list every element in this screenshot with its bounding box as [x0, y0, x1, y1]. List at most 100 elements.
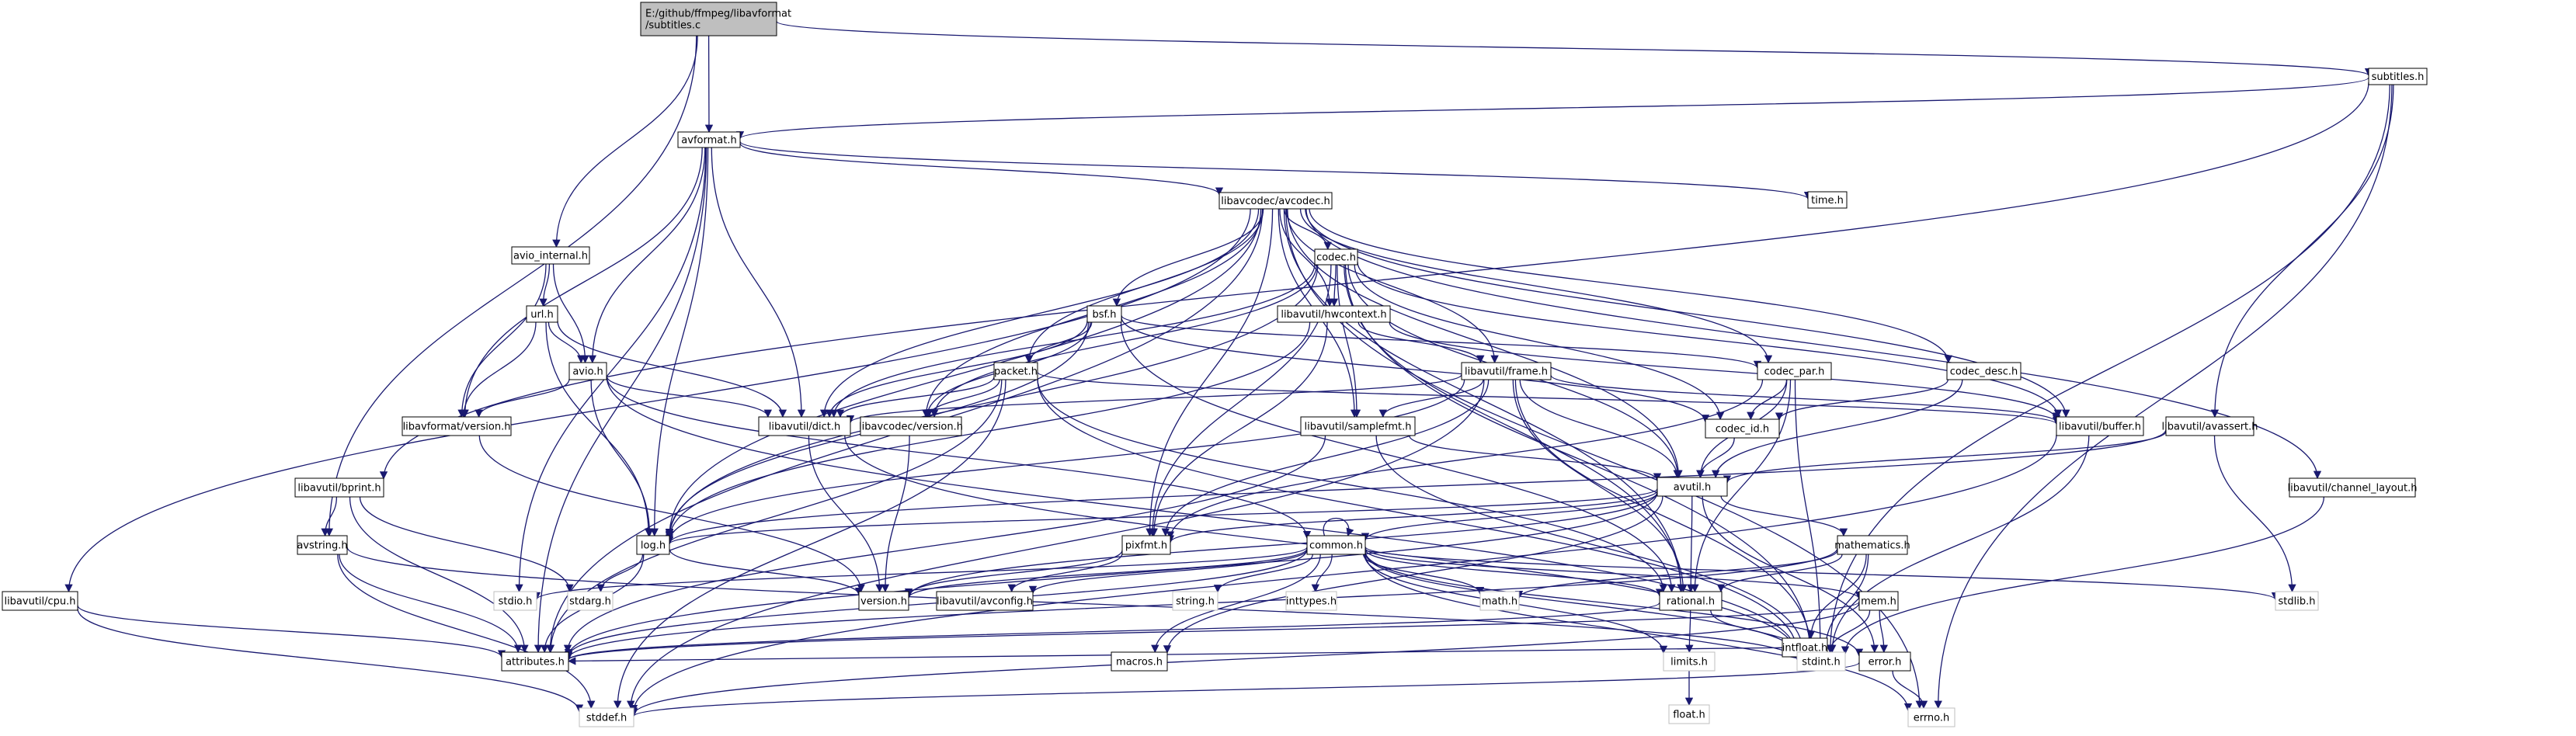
edge-codec_desc-to-codec_id	[1775, 379, 1949, 421]
node-samplefmt[interactable]: libavutil/samplefmt.h	[1300, 416, 1416, 436]
node-box-channel_layout	[2289, 477, 2416, 498]
edge-packet-to-buffer	[1037, 371, 2060, 425]
edge-avformat-to-log	[650, 147, 709, 537]
node-label-codec_par: codec_par.h	[1764, 366, 1825, 378]
edge-avcodec-to-log	[665, 208, 1262, 537]
node-bprint[interactable]: libavutil/bprint.h	[294, 477, 384, 498]
node-box-string	[1172, 591, 1218, 611]
node-label-root-0: E:/github/ffmpeg/libavformat	[645, 9, 791, 20]
edge-codec-to-codec_id	[1354, 264, 1725, 421]
edge-root-to-avstring	[325, 35, 697, 537]
node-errno: errno.h	[1907, 707, 1955, 727]
edge-samplefmt-to-avutil	[1409, 435, 1662, 481]
node-label-stdio: stdio.h	[499, 596, 533, 608]
node-cpu[interactable]: libavutil/cpu.h	[2, 591, 78, 611]
node-avformat[interactable]: avformat.h	[677, 131, 741, 148]
edge-frame-to-buffer	[1550, 374, 2060, 423]
edge-pixfmt-to-version	[904, 550, 1123, 597]
node-common[interactable]: common.h	[1306, 535, 1366, 555]
edge-common-to-macros	[1151, 554, 1321, 654]
node-box-codec_desc	[1946, 362, 2022, 380]
node-inttypes: inttypes.h	[1285, 591, 1337, 611]
node-label-intfloat: intfloat.h	[1782, 643, 1828, 654]
node-url[interactable]: url.h	[526, 305, 558, 323]
edge-samplefmt-to-stdint	[1375, 435, 1807, 654]
node-mem[interactable]: mem.h	[1858, 591, 1899, 611]
node-stdio: stdio.h	[493, 591, 537, 611]
node-box-hwcontext	[1277, 305, 1391, 323]
node-label-channel_layout: libavutil/channel_layout.h	[2288, 483, 2418, 495]
edge-log-to-version	[669, 548, 864, 596]
node-frame[interactable]: libavutil/frame.h	[1461, 362, 1552, 380]
edge-frame-to-avutil	[1519, 379, 1681, 479]
edge-subtitles-to-avformat	[736, 77, 2369, 140]
node-codec[interactable]: codec.h	[1314, 248, 1358, 266]
node-subtitles[interactable]: subtitles.h	[2368, 68, 2428, 85]
edge-common-to-stdlib	[1364, 546, 2279, 601]
node-box-frame	[1461, 362, 1552, 380]
node-lf_version[interactable]: libavformat/version.h	[402, 416, 512, 436]
node-box-common	[1306, 535, 1366, 555]
node-mathematics[interactable]: mathematics.h	[1834, 535, 1910, 555]
node-macros[interactable]: macros.h	[1111, 651, 1168, 672]
node-dict[interactable]: libavutil/dict.h	[758, 416, 851, 436]
node-label-stddef: stddef.h	[586, 713, 627, 724]
node-avio[interactable]: avio.h	[568, 362, 607, 380]
node-avutil[interactable]: avutil.h	[1656, 477, 1728, 497]
edge-avcodec-to-pixfmt	[1145, 208, 1274, 537]
edge-common-to-common	[1323, 518, 1354, 536]
node-box-stdarg	[567, 591, 614, 611]
node-avconfig[interactable]: libavutil/avconfig.h	[936, 591, 1034, 611]
edge-mathematics-to-stdint	[1821, 554, 1869, 654]
node-codec_desc[interactable]: codec_desc.h	[1946, 362, 2022, 380]
node-label-version: version.h	[860, 596, 907, 608]
edge-avstring-to-attributes	[339, 554, 523, 654]
node-rational[interactable]: rational.h	[1659, 591, 1723, 611]
edge-root-to-subtitles	[776, 20, 2373, 77]
edge-mem-to-stddef	[630, 602, 1860, 716]
edge-mem-to-attributes	[565, 601, 1860, 661]
node-codec_par[interactable]: codec_par.h	[1757, 362, 1832, 380]
node-pixfmt[interactable]: pixfmt.h	[1121, 535, 1171, 555]
node-label-math: math.h	[1482, 596, 1517, 608]
node-version[interactable]: version.h	[858, 591, 909, 611]
edge-subtitles-to-avassert	[2210, 84, 2394, 418]
node-label-limits: limits.h	[1670, 657, 1708, 668]
node-packet[interactable]: packet.h	[993, 362, 1038, 380]
node-avstring[interactable]: avstring.h	[297, 535, 348, 555]
edge-avio_internal-to-avio	[552, 263, 589, 364]
node-box-bprint	[294, 477, 384, 498]
edge-error-to-errno	[1892, 670, 1928, 710]
node-box-samplefmt	[1300, 416, 1416, 436]
edge-avcodec-to-cpu	[64, 208, 1251, 593]
node-avassert[interactable]: libavutil/avassert.h	[2161, 416, 2258, 436]
node-bsf[interactable]: bsf.h	[1086, 305, 1122, 323]
node-log[interactable]: log.h	[636, 535, 670, 555]
node-box-lc_version	[860, 416, 962, 436]
node-codec_id[interactable]: codec_id.h	[1705, 418, 1780, 439]
node-hwcontext[interactable]: libavutil/hwcontext.h	[1277, 305, 1391, 323]
node-label-bsf: bsf.h	[1092, 309, 1116, 321]
node-lc_version[interactable]: libavcodec/version.h	[859, 416, 963, 436]
node-avcodec[interactable]: libavcodec/avcodec.h	[1218, 192, 1333, 210]
node-time[interactable]: time.h	[1807, 191, 1848, 209]
node-root[interactable]: E:/github/ffmpeg/libavformat/subtitles.c	[640, 2, 791, 36]
edge-root-to-avio_internal	[552, 35, 698, 248]
node-channel_layout[interactable]: libavutil/channel_layout.h	[2288, 477, 2418, 498]
node-label-macros: macros.h	[1116, 657, 1163, 668]
node-attributes[interactable]: attributes.h	[501, 651, 569, 672]
node-box-avformat	[677, 131, 741, 148]
node-error[interactable]: error.h	[1858, 651, 1911, 672]
edge-url-to-avio	[548, 321, 586, 364]
edge-codec-to-dict	[829, 263, 1316, 418]
edge-frame-to-log	[665, 379, 1465, 543]
edge-frame-to-stddef	[627, 379, 1485, 710]
node-box-version	[858, 591, 909, 611]
node-buffer[interactable]: libavutil/buffer.h	[2056, 416, 2144, 436]
node-float: float.h	[1668, 704, 1710, 724]
node-box-avassert	[2165, 416, 2254, 436]
node-avio_internal[interactable]: avio_internal.h	[511, 246, 590, 265]
node-label-packet: packet.h	[994, 366, 1038, 378]
node-label-avio_internal: avio_internal.h	[513, 251, 588, 262]
edge-log-to-stdarg	[596, 554, 644, 593]
